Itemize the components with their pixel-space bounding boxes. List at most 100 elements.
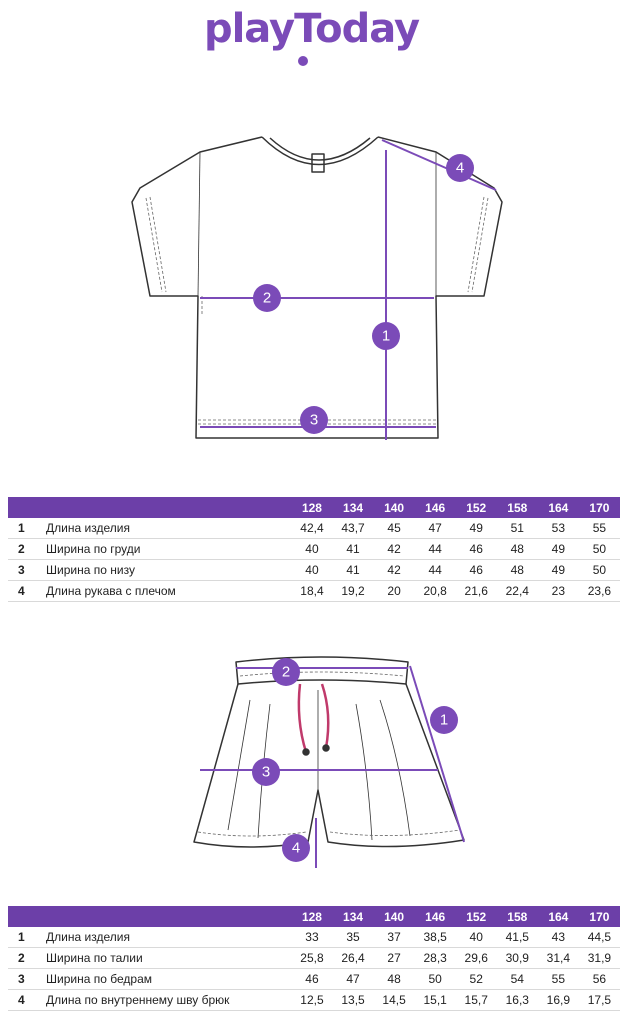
table-row: 3 Ширина по бедрам 46 47 48 50 52 54 55 …	[8, 969, 620, 990]
cell-value: 31,4	[546, 951, 571, 965]
cell-value: 48	[510, 542, 524, 556]
table-row: 4 Длина по внутреннему шву брюк 12,5 13,…	[8, 990, 620, 1011]
header-label	[46, 497, 291, 518]
row-number: 3	[18, 972, 25, 986]
size-header: 164	[548, 909, 569, 924]
shorts-table-header: 128 134 140 146 152 158 164 170	[8, 906, 620, 927]
shorts-badge-4: 4	[282, 834, 310, 862]
shorts-badge-2: 2	[272, 658, 300, 686]
size-header: 164	[548, 500, 569, 515]
header-label	[46, 906, 291, 927]
cell-value: 22,4	[505, 584, 529, 598]
size-header: 134	[343, 500, 364, 515]
cell-value: 42	[387, 563, 401, 577]
tshirt-badge-4: 4	[446, 154, 474, 182]
table-row: 2 Ширина по груди 40 41 42 44 46 48 49 5…	[8, 539, 620, 560]
cell-value: 53	[551, 521, 566, 535]
cell-value: 35	[346, 930, 360, 944]
cell-value: 16,9	[546, 993, 571, 1007]
size-header: 128	[301, 909, 322, 924]
cell-value: 28,3	[423, 951, 447, 965]
row-label: Ширина по низу	[46, 563, 135, 577]
row-number: 4	[18, 584, 25, 598]
cell-value: 40	[469, 930, 483, 944]
cell-value: 44,5	[587, 930, 612, 944]
cell-value: 18,4	[300, 584, 324, 598]
svg-text:1: 1	[440, 712, 448, 729]
logo-dot	[298, 56, 308, 66]
row-label: Длина изделия	[46, 930, 130, 944]
cell-value: 52	[469, 972, 483, 986]
svg-text:4: 4	[456, 160, 464, 177]
cell-value: 49	[551, 542, 566, 556]
cell-value: 42,4	[300, 521, 324, 535]
row-number: 1	[18, 930, 25, 944]
brand-logo: playToday	[203, 6, 420, 52]
svg-text:2: 2	[263, 290, 271, 307]
cell-value: 13,5	[341, 993, 365, 1007]
size-header: 170	[589, 500, 610, 515]
cell-value: 29,6	[464, 951, 488, 965]
size-header: 146	[425, 909, 446, 924]
cell-value: 50	[592, 563, 607, 577]
cell-value: 55	[592, 521, 607, 535]
row-number: 2	[18, 542, 25, 556]
svg-text:1: 1	[382, 328, 390, 345]
cell-value: 46	[305, 972, 319, 986]
cell-value: 25,8	[300, 951, 324, 965]
cell-value: 38,5	[423, 930, 447, 944]
cell-value: 43,7	[341, 521, 365, 535]
cell-value: 19,2	[341, 584, 365, 598]
cell-value: 17,5	[587, 993, 612, 1007]
cell-value: 27	[387, 951, 401, 965]
shorts-drawing: 1 2 3 4	[193, 656, 465, 868]
tshirt-badge-2: 2	[253, 284, 281, 312]
tshirt-drawing: 1 2 3 4	[131, 136, 503, 440]
cell-value: 51	[510, 521, 524, 535]
cell-value: 41	[346, 542, 360, 556]
cell-value: 45	[387, 521, 401, 535]
tshirt-badge-3: 3	[300, 406, 328, 434]
cell-value: 15,1	[423, 993, 447, 1007]
table-row: 4 Длина рукава с плечом 18,4 19,2 20 20,…	[8, 581, 620, 602]
size-header: 152	[466, 500, 487, 515]
row-label: Ширина по бедрам	[46, 972, 153, 986]
cell-value: 49	[551, 563, 566, 577]
cell-value: 15,7	[464, 993, 488, 1007]
row-number: 1	[18, 521, 25, 535]
cell-value: 23	[551, 584, 566, 598]
tshirt-badge-1: 1	[372, 322, 400, 350]
cell-value: 54	[510, 972, 524, 986]
shorts-badge-3: 3	[252, 758, 280, 786]
row-label: Длина изделия	[46, 521, 130, 535]
cell-value: 46	[469, 563, 483, 577]
cell-value: 30,9	[505, 951, 529, 965]
size-header: 128	[301, 500, 322, 515]
row-label: Ширина по талии	[46, 951, 143, 965]
cell-value: 50	[428, 972, 442, 986]
size-header: 146	[425, 500, 446, 515]
shorts-badge-1: 1	[430, 706, 458, 734]
cell-value: 40	[305, 563, 319, 577]
svg-text:4: 4	[292, 840, 300, 857]
cell-value: 16,3	[505, 993, 529, 1007]
row-number: 3	[18, 563, 25, 577]
cell-value: 33	[305, 930, 319, 944]
table-row: 1 Длина изделия 33 35 37 38,5 40 41,5 43…	[8, 927, 620, 948]
cell-value: 47	[428, 521, 442, 535]
size-header: 134	[343, 909, 364, 924]
cell-value: 44	[428, 563, 442, 577]
shorts-size-table: 128 134 140 146 152 158 164 170 1 Длина …	[8, 906, 620, 1011]
size-header: 158	[507, 500, 528, 515]
tshirt-table-header: 128 134 140 146 152 158 164 170	[8, 497, 620, 518]
svg-text:2: 2	[282, 664, 290, 681]
row-label: Длина рукава с плечом	[46, 584, 176, 598]
size-header: 152	[466, 909, 487, 924]
cell-value: 20	[387, 584, 401, 598]
header-num	[8, 497, 46, 518]
cell-value: 37	[387, 930, 401, 944]
size-header: 140	[384, 500, 405, 515]
svg-text:3: 3	[310, 412, 318, 429]
size-header: 140	[384, 909, 405, 924]
cell-value: 40	[305, 542, 319, 556]
